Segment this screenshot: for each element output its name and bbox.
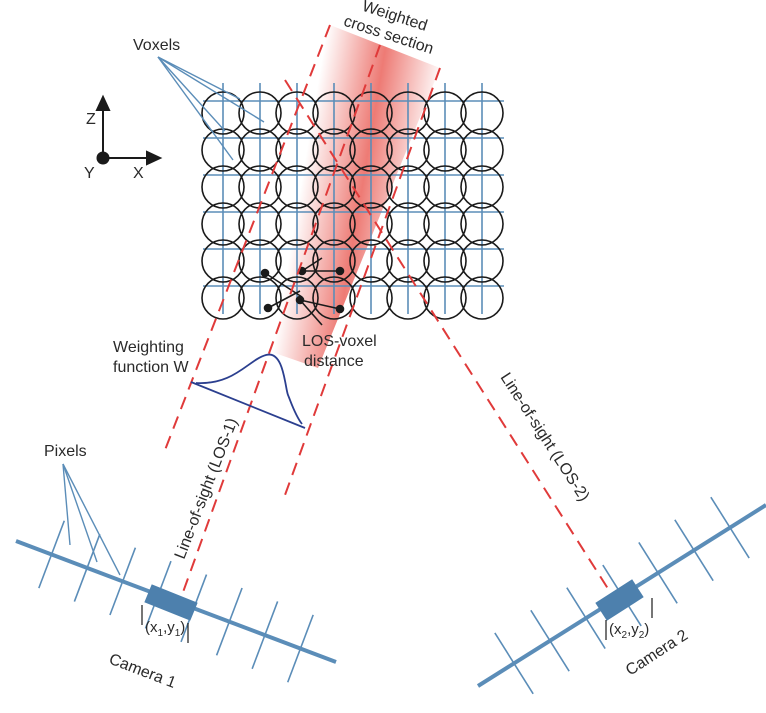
camera-pixel-divider — [38, 520, 66, 589]
voxel-circle — [201, 165, 245, 209]
voxel-circle — [349, 276, 393, 320]
los-voxel-distance-label-line1: LOS-voxel — [302, 333, 377, 350]
voxel-circle — [349, 239, 393, 283]
camera-2-pixel — [595, 579, 644, 621]
pixels-pointers — [62, 463, 121, 576]
voxel-circle — [386, 165, 430, 209]
los-voxel-distance-markers — [260, 257, 345, 326]
voxel-circle — [312, 165, 356, 209]
voxel-circle — [312, 202, 356, 246]
voxel-circle — [238, 91, 282, 135]
camera-2 — [476, 496, 766, 695]
voxel-circle — [201, 239, 245, 283]
voxel-circle — [201, 276, 245, 320]
voxel-circle — [275, 91, 319, 135]
camera-1 — [15, 520, 337, 683]
weighting-axis — [190, 381, 306, 429]
camera-pixel-divider — [566, 587, 606, 650]
camera-pixel-divider — [674, 519, 714, 582]
los-lines — [164, 24, 613, 596]
voxel-circle — [423, 128, 467, 172]
coordinate-axes — [95, 94, 163, 166]
voxel-circle — [386, 202, 430, 246]
voxel-circle — [349, 128, 393, 172]
voxel-circle — [386, 276, 430, 320]
los1-label: Line-of-sight (LOS-1) — [172, 416, 241, 562]
weighting-function-label-line2: function W — [113, 359, 189, 376]
camera-pixel-divider — [286, 614, 314, 683]
voxel-circle — [423, 202, 467, 246]
voxel-circle — [460, 128, 504, 172]
los1-left-bound — [164, 24, 331, 451]
weighting-function-label-line1: Weighting — [113, 339, 184, 356]
los2 — [284, 79, 613, 596]
voxel-circle — [460, 276, 504, 320]
voxel-circle — [275, 128, 319, 172]
los1-center — [181, 44, 381, 596]
weighting-function-curve — [195, 353, 303, 425]
voxel-circle — [275, 276, 319, 320]
voxel-circle — [312, 239, 356, 283]
los-voxel-distance-label-line2: distance — [304, 353, 364, 370]
camera-pixel-divider — [638, 541, 678, 604]
voxel-circle — [312, 276, 356, 320]
voxel-circle — [423, 165, 467, 209]
voxels-pointers — [157, 56, 265, 161]
voxel-circle — [275, 202, 319, 246]
svg-text:(x2,y2): (x2,y2) — [609, 621, 649, 641]
voxel-circle — [460, 165, 504, 209]
camera-1-pixel — [144, 584, 198, 621]
voxel-circle — [201, 202, 245, 246]
weighted-cross-section-band — [208, 25, 440, 368]
axis-y-label: Y — [84, 165, 95, 182]
camera-pixel-divider — [215, 587, 243, 656]
voxel-circle — [460, 239, 504, 283]
voxel-circle — [349, 202, 393, 246]
voxel-circle — [201, 91, 245, 135]
voxels-label: Voxels — [133, 37, 180, 54]
camera-pixel-divider — [530, 609, 570, 672]
camera-pixel-divider — [710, 496, 750, 559]
axis-z-label: Z — [86, 111, 96, 128]
axis-x-label: X — [133, 165, 144, 182]
camera-1-label: Camera 1 — [107, 651, 179, 692]
voxel-circle — [423, 239, 467, 283]
svg-text:(x1,y1): (x1,y1) — [145, 619, 185, 639]
voxel-circle — [386, 91, 430, 135]
voxel-circle — [349, 165, 393, 209]
voxel-circle — [275, 165, 319, 209]
camera-pixel-divider — [73, 533, 101, 602]
voxel-circle — [386, 239, 430, 283]
voxel-circle — [460, 91, 504, 135]
camera-pixel-divider — [109, 547, 137, 616]
los1-right-bound — [284, 67, 441, 496]
voxel-circle — [238, 276, 282, 320]
camera-pixel-divider — [251, 601, 279, 670]
pixels-label: Pixels — [44, 443, 87, 460]
voxel-circle — [460, 202, 504, 246]
voxel-circle — [349, 91, 393, 135]
voxel-circle — [386, 128, 430, 172]
camera-pixel-divider — [494, 632, 534, 695]
